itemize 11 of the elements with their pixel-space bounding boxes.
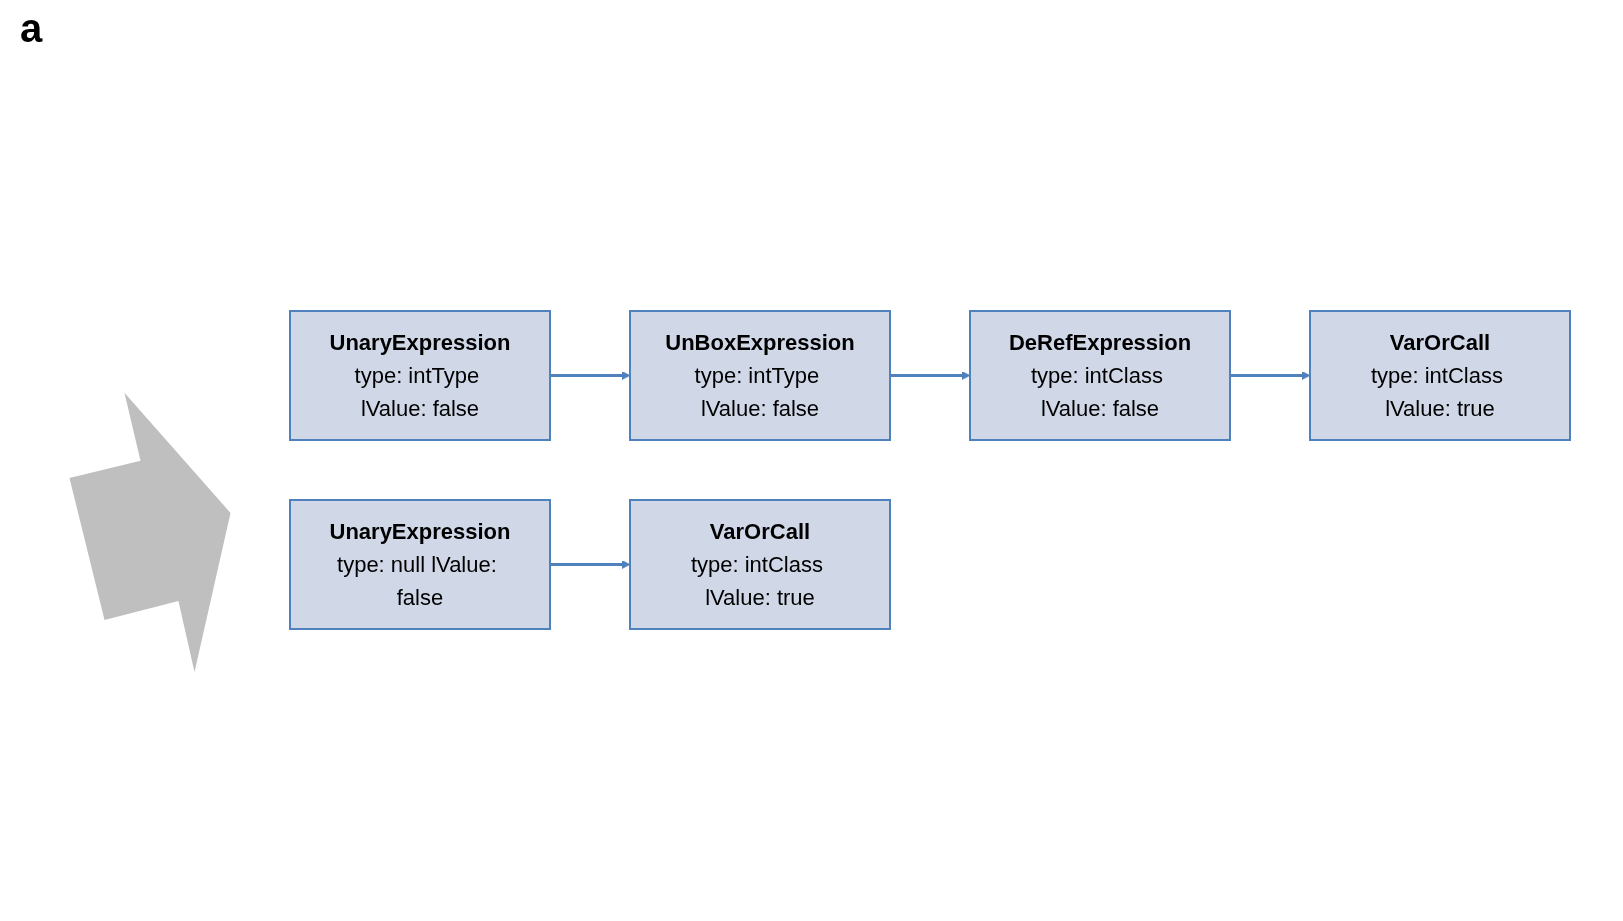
node-box: UnBoxExpression type: intType lValue: false (629, 310, 891, 441)
arrow (550, 371, 631, 380)
node-box: DeRefExpression type: intClass lValue: false (969, 310, 1231, 441)
node-box: UnaryExpression type: intType lValue: false (289, 310, 551, 441)
node-box: VarOrCall type: intClass lValue: true (1309, 310, 1571, 441)
arrow (890, 371, 971, 380)
arrow (1230, 371, 1311, 380)
panel-label: a (20, 6, 43, 51)
node-box: UnaryExpression type: null lValue: false (289, 499, 551, 630)
node-box: VarOrCall type: intClass lValue: true (629, 499, 891, 630)
arrow (550, 560, 631, 569)
